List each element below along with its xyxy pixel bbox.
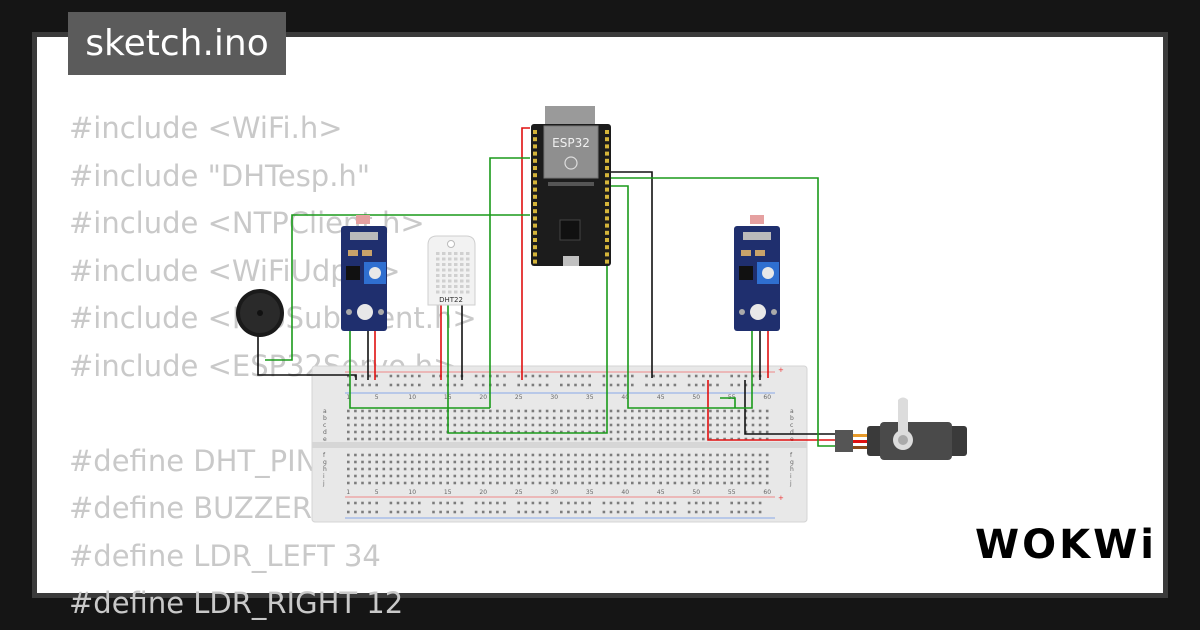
breadboard-column-number: 55 <box>728 489 736 496</box>
breadboard-column-number: 40 <box>621 489 629 496</box>
code-line: #include "DHTesp.h" <box>69 158 371 193</box>
breadboard-column-number: 15 <box>444 489 452 496</box>
breadboard-row-letter: g <box>323 459 327 466</box>
svg-text:+: + <box>778 494 784 502</box>
breadboard-row-letter: d <box>323 429 327 436</box>
code-line: #include <WiFi.h> <box>69 111 343 145</box>
breadboard-row-letter: e <box>323 436 327 443</box>
breadboard-holes <box>347 374 769 514</box>
code-line: #define BUZZER <box>69 491 313 525</box>
wokwi-logo: WOKWi <box>975 522 1157 568</box>
breadboard-column-number: 10 <box>408 489 416 496</box>
breadboard-row-letter: b <box>790 415 794 422</box>
dht22-sensor: DHT22 <box>427 235 476 306</box>
breadboard-row-letter: d <box>790 429 794 436</box>
code-line: #define LDR_LEFT 34 <box>69 538 381 573</box>
breadboard-row-letter: c <box>790 422 793 429</box>
dht-vent-grid <box>436 252 470 294</box>
breadboard-column-number: 60 <box>763 489 771 496</box>
breadboard-row-letter: f <box>323 452 326 459</box>
breadboard-column-number: 45 <box>657 394 665 401</box>
ldr-module-left <box>341 215 387 331</box>
esp32-board: ESP32 <box>531 106 611 266</box>
wires <box>257 127 835 447</box>
breadboard-column-number: 25 <box>515 489 523 496</box>
dht-label: DHT22 <box>439 296 463 304</box>
filename-tab[interactable]: sketch.ino <box>68 12 286 75</box>
ldr-module-right <box>734 215 780 331</box>
breadboard-column-number: 50 <box>692 394 700 401</box>
breadboard-column-number: 45 <box>657 489 665 496</box>
svg-text:+: + <box>778 366 784 374</box>
breadboard-column-number: 1 <box>346 394 350 401</box>
breadboard-row-letter: b <box>323 415 327 422</box>
breadboard-column-number: 35 <box>586 394 594 401</box>
breadboard-row-letter: j <box>789 480 792 487</box>
esp32-label: ESP32 <box>552 136 590 150</box>
breadboard: 1155101015152020252530303535404045455050… <box>311 365 808 523</box>
esp32-pins <box>533 130 609 264</box>
breadboard-column-number: 5 <box>375 394 379 401</box>
breadboard-column-number: 10 <box>408 394 416 401</box>
code-line: #define LDR_RIGHT 12 <box>69 586 404 620</box>
breadboard-row-letter: i <box>790 473 792 480</box>
breadboard-row-letter: a <box>323 408 327 415</box>
breadboard-row-letter: h <box>323 466 327 473</box>
code-line: #define DHT_PIN <box>69 443 318 478</box>
servo-motor <box>835 397 967 460</box>
breadboard-row-letter: i <box>323 473 325 480</box>
buzzer <box>236 289 284 337</box>
breadboard-column-number: 50 <box>692 489 700 496</box>
breadboard-column-number: 1 <box>346 489 350 496</box>
breadboard-column-number: 60 <box>763 394 771 401</box>
breadboard-row-letter: g <box>790 459 794 466</box>
breadboard-row-letter: h <box>790 466 794 473</box>
breadboard-row-letter: a <box>790 408 794 415</box>
breadboard-column-number: 30 <box>550 394 558 401</box>
breadboard-column-number: 35 <box>586 489 594 496</box>
breadboard-row-letter: j <box>322 480 325 487</box>
breadboard-column-number: 20 <box>479 394 487 401</box>
breadboard-column-number: 20 <box>479 489 487 496</box>
breadboard-column-number: 5 <box>375 489 379 496</box>
code-line: #include <NTPClient.h> <box>69 206 425 240</box>
breadboard-column-number: 30 <box>550 489 558 496</box>
breadboard-column-number: 25 <box>515 394 523 401</box>
breadboard-row-letter: c <box>323 422 326 429</box>
breadboard-row-letter: f <box>790 452 793 459</box>
breadboard-column-number: 40 <box>621 394 629 401</box>
